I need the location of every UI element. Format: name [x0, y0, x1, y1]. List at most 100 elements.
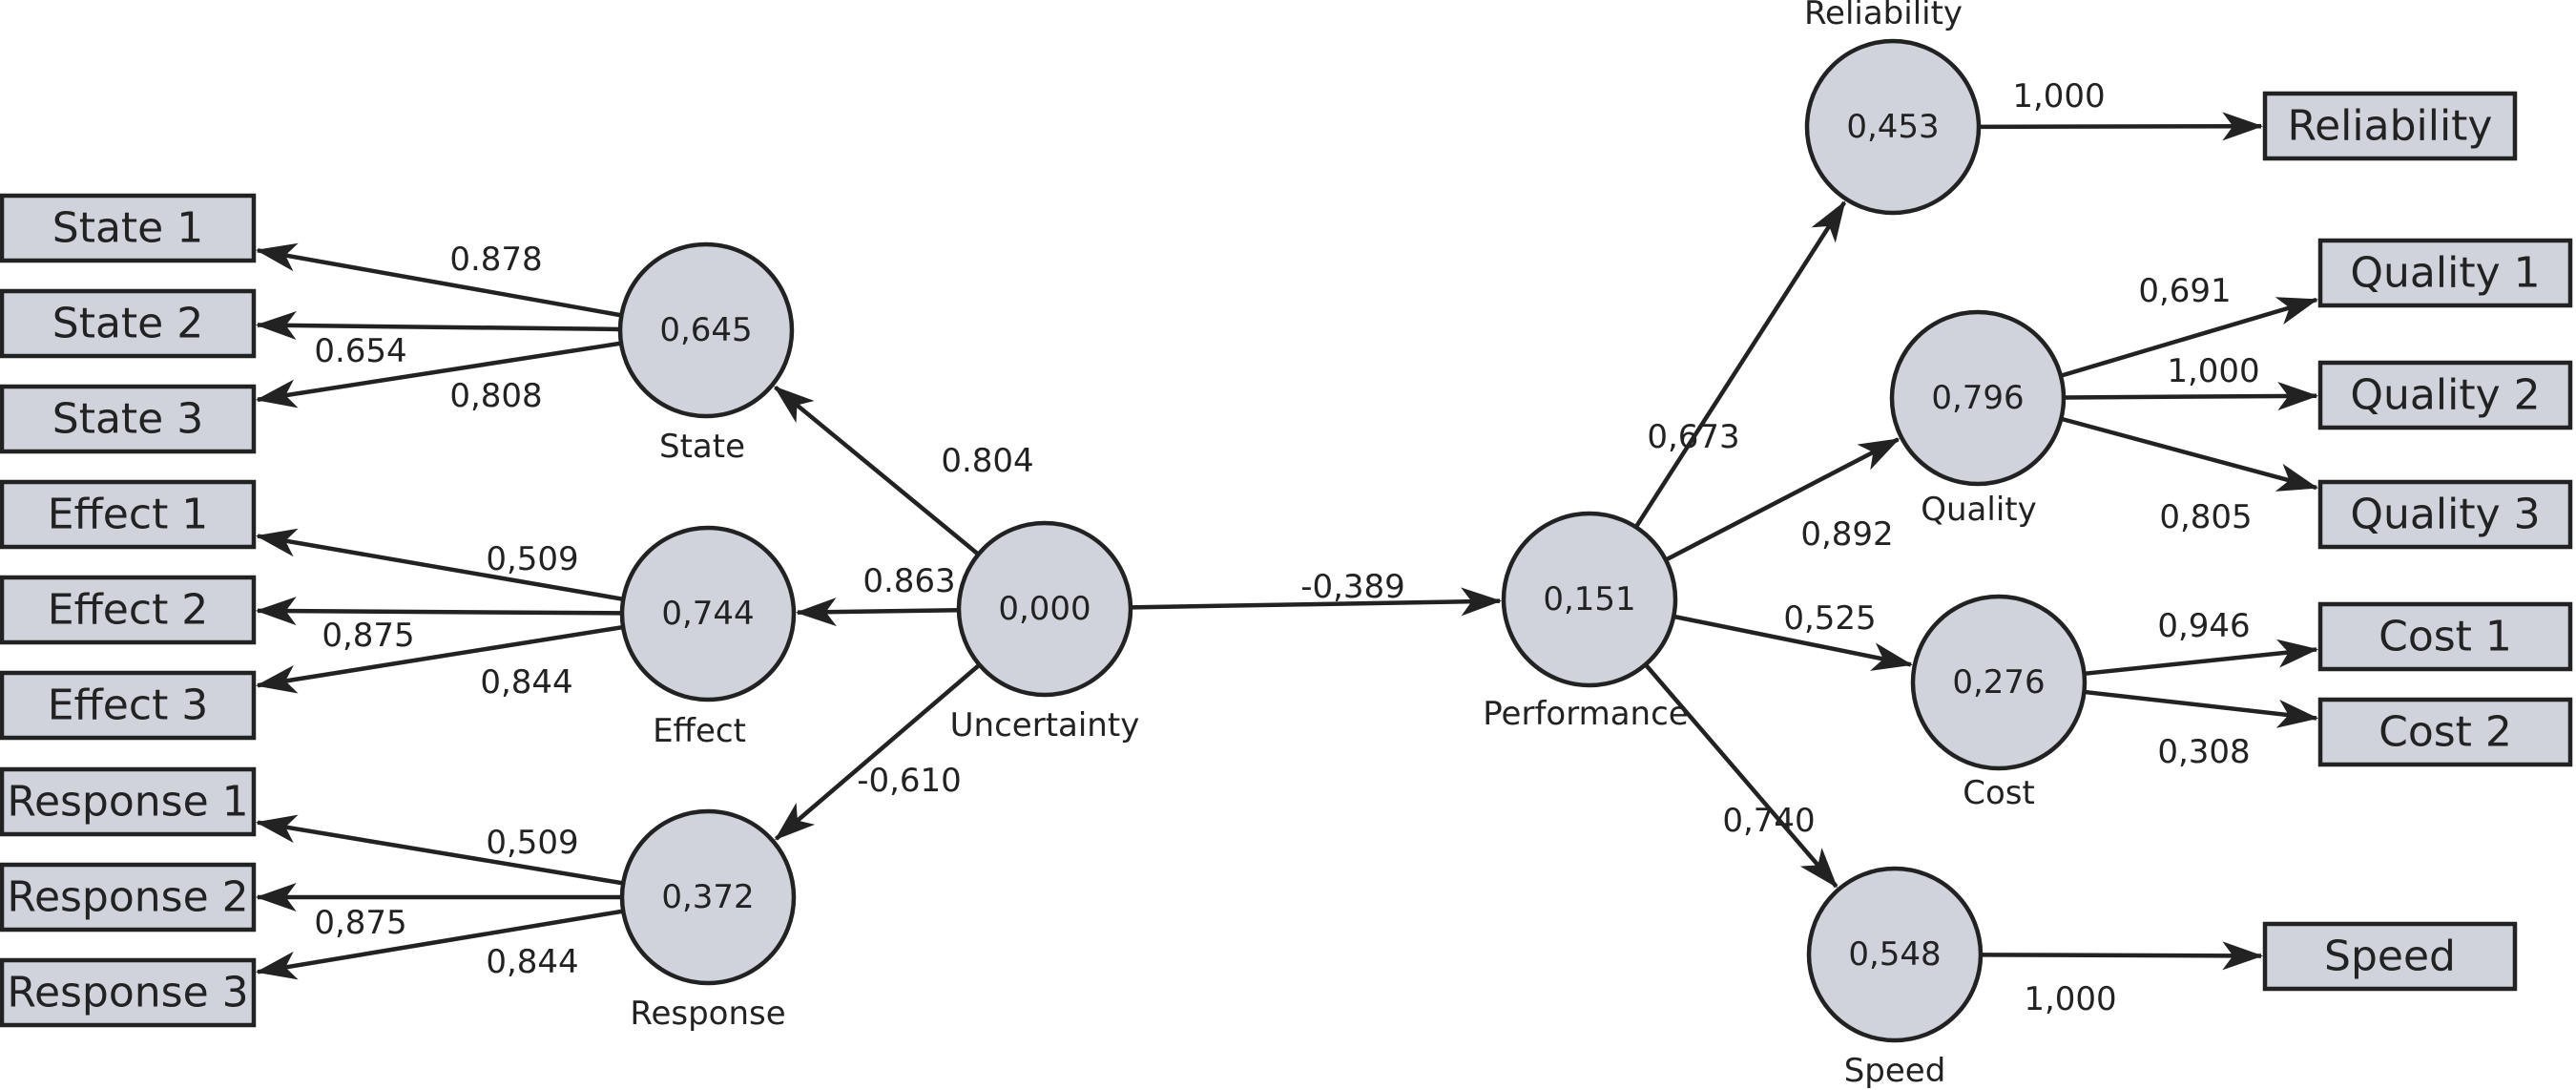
indicator-cost-2: Cost 2: [2317, 697, 2573, 767]
indicator-response-1: Response 1: [0, 766, 257, 837]
node-value-speed: 0,548: [1848, 935, 1941, 974]
indicator-effect-3: Effect 3: [0, 670, 257, 741]
node-circle-effect: [619, 525, 797, 702]
edge-performance-to-quality: [1664, 437, 1901, 562]
edge-weight-uncertainty-to-effect: 0.863: [862, 562, 955, 600]
indicator-label-quality-2: Quality 2: [2350, 371, 2540, 420]
edge-cost-to-cost-1: [2084, 639, 2319, 677]
node-circle-state: [617, 241, 795, 419]
indicator-label-effect-3: Effect 3: [48, 681, 209, 730]
indicator-speed-box: Speed: [2262, 921, 2518, 992]
indicator-state-2: State 2: [0, 288, 257, 359]
edge-weight-state-to-state-3: 0,808: [449, 377, 542, 415]
node-label-quality: Quality: [1921, 491, 2037, 529]
node-value-performance: 0,151: [1543, 580, 1635, 618]
indicator-box-state-1: [0, 193, 257, 263]
indicator-effect-1: Effect 1: [0, 479, 257, 550]
indicator-label-effect-1: Effect 1: [48, 491, 209, 539]
node-label-speed: Speed: [1844, 1052, 1946, 1090]
edge-uncertainty-to-state: [773, 385, 980, 556]
edge-state-to-state-2: [255, 311, 621, 340]
edge-weight-uncertainty-to-response: -0,610: [857, 762, 962, 800]
edge-weight-effect-to-effect-3: 0,844: [480, 663, 572, 702]
edge-performance-to-cost: [1672, 614, 1913, 671]
indicator-label-state-1: State 1: [52, 204, 203, 253]
node-circle-cost: [1910, 594, 2088, 771]
indicator-box-quality-1: [2317, 238, 2573, 308]
indicator-response-3: Response 3: [0, 957, 257, 1028]
edge-weight-cost-to-cost-2: 0,308: [2157, 733, 2250, 771]
node-value-state: 0,645: [659, 311, 752, 349]
edge-effect-to-effect-2: [255, 597, 623, 626]
indicator-label-effect-2: Effect 2: [48, 586, 209, 635]
edges-layer: [255, 112, 2319, 980]
indicator-label-quality-1: Quality 1: [2350, 249, 2540, 298]
indicator-quality-2: Quality 2: [2317, 360, 2573, 430]
edge-weight-effect-to-effect-2: 0,875: [322, 617, 414, 655]
indicator-box-response-1: [0, 766, 257, 837]
node-label-response: Response: [630, 995, 785, 1033]
indicator-quality-3: Quality 3: [2317, 479, 2573, 550]
node-circle-quality: [1889, 309, 2067, 487]
edge-reliability-to-reliability-box: [1978, 112, 2264, 141]
edge-quality-to-quality-1: [2060, 297, 2319, 378]
edge-uncertainty-to-performance: [1130, 587, 1503, 617]
edge-performance-to-reliability: [1633, 200, 1847, 529]
edge-weight-response-to-response-1: 0,509: [486, 824, 578, 862]
node-label-state: State: [659, 428, 745, 466]
edge-speed-to-speed-box: [1980, 941, 2264, 971]
edge-weight-uncertainty-to-performance: -0,389: [1300, 568, 1405, 606]
indicator-box-response-2: [0, 862, 257, 933]
edge-weight-speed-to-speed-box: 1,000: [2024, 980, 2116, 1018]
node-value-uncertainty: 0,000: [998, 590, 1091, 628]
edge-weight-performance-to-quality: 0,892: [1800, 515, 1893, 554]
edge-weight-performance-to-cost: 0,525: [1783, 599, 1876, 638]
node-value-effect: 0,744: [661, 595, 754, 633]
indicator-box-cost-2: [2317, 697, 2573, 767]
indicator-label-response-1: Response 1: [7, 778, 248, 827]
indicator-box-state-3: [0, 384, 257, 454]
edge-response-to-response-3: [255, 909, 624, 980]
node-circle-performance: [1501, 511, 1678, 688]
node-circle-reliability: [1804, 38, 1982, 216]
indicator-label-speed-box: Speed: [2324, 933, 2456, 981]
edge-weight-response-to-response-3: 0,844: [486, 943, 578, 981]
indicator-label-cost-2: Cost 2: [2379, 708, 2512, 757]
edge-weight-performance-to-reliability: 0,673: [1647, 418, 1739, 456]
indicator-effect-2: Effect 2: [0, 575, 257, 645]
indicator-label-response-3: Response 3: [7, 969, 248, 1017]
indicator-label-response-2: Response 2: [7, 873, 248, 922]
node-label-effect: Effect: [653, 712, 746, 750]
indicator-state-1: State 1: [0, 193, 257, 263]
edge-weight-quality-to-quality-2: 1,000: [2167, 352, 2259, 390]
indicator-box-cost-1: [2317, 601, 2573, 672]
indicator-box-effect-1: [0, 479, 257, 550]
edge-weight-quality-to-quality-3: 0,805: [2159, 498, 2252, 536]
indicator-box-effect-2: [0, 575, 257, 645]
edge-weight-quality-to-quality-1: 0,691: [2138, 272, 2231, 310]
edge-weight-cost-to-cost-1: 0,946: [2157, 607, 2250, 645]
edge-weight-effect-to-effect-1: 0,509: [486, 540, 578, 578]
indicator-reliability-box: Reliability: [2262, 91, 2518, 161]
node-value-response: 0,372: [661, 878, 754, 916]
edge-effect-to-effect-3: [255, 624, 624, 694]
edge-weight-state-to-state-2: 0.654: [314, 332, 406, 370]
edge-weight-reliability-to-reliability-box: 1,000: [2012, 77, 2105, 115]
edge-quality-to-quality-2: [2063, 382, 2319, 411]
node-value-cost: 0,276: [1952, 663, 2045, 702]
indicator-box-response-3: [0, 957, 257, 1028]
edge-quality-to-quality-3: [2060, 416, 2319, 492]
node-circle-uncertainty: [956, 520, 1133, 698]
node-label-reliability: Reliability: [1804, 0, 1963, 32]
edge-effect-to-effect-1: [255, 528, 624, 602]
